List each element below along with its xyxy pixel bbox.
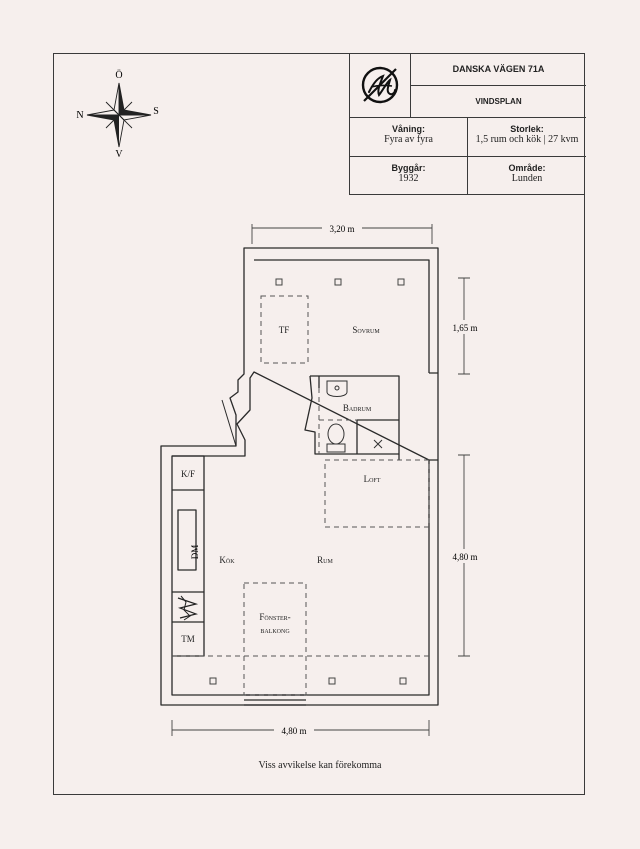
year-value: 1932 — [398, 173, 419, 184]
room-kok: Kök — [219, 555, 235, 565]
area-cell: Område: Lunden — [468, 163, 586, 184]
room-dm: DM — [190, 545, 200, 560]
size-label: Storlek: — [510, 124, 544, 134]
room-balkong-line1: Fönster- — [259, 612, 290, 622]
room-tm: TM — [181, 634, 195, 644]
room-kf: K/F — [181, 469, 195, 479]
disclaimer: Viss avvikelse kan förekomma — [258, 760, 382, 771]
stove-symbol — [177, 597, 199, 619]
year-cell: Byggår: 1932 — [350, 163, 467, 184]
room-badrum: Badrum — [343, 403, 372, 413]
brand-logo — [350, 54, 410, 117]
toilet-bowl — [327, 423, 345, 445]
tf-area — [260, 295, 309, 364]
area-label: Område: — [508, 163, 546, 173]
floor-label: Våning: — [392, 124, 425, 134]
dim-right-lower: 4,80 m — [452, 552, 477, 562]
dim-bottom: 4,80 m — [281, 726, 306, 736]
address-title: DANSKA VÄGEN 71A — [452, 64, 545, 74]
balcony-area — [243, 582, 307, 696]
area-value: Lunden — [511, 173, 543, 184]
shower-drain — [373, 439, 383, 449]
compass-west: V — [115, 149, 123, 160]
bathroom-wall — [304, 375, 400, 455]
plan-title: VINDSPLAN — [475, 97, 522, 106]
title-block: DANSKA VÄGEN 71A VINDSPLAN Våning: Fyra … — [349, 54, 586, 195]
room-loft: Loft — [364, 474, 381, 484]
compass-north: N — [76, 110, 83, 121]
inner-wall — [171, 259, 430, 696]
room-sovrum: Sovrum — [352, 325, 380, 335]
size-value: 1,5 rum och kök | 27 kvm — [475, 134, 579, 145]
size-cell: Storlek: 1,5 rum och kök | 27 kvm — [468, 124, 586, 145]
room-tf: TF — [279, 325, 290, 335]
loft-area — [324, 459, 430, 528]
dim-top: 3,20 m — [329, 224, 354, 234]
compass-south: S — [153, 106, 159, 117]
compass-east: Ö — [115, 69, 122, 81]
floor-cell: Våning: Fyra av fyra — [350, 124, 467, 145]
dim-right-upper: 1,65 m — [452, 323, 477, 333]
kitchen-counter — [172, 455, 205, 657]
room-rum: Rum — [317, 555, 333, 565]
outer-wall — [160, 247, 439, 706]
year-label: Byggår: — [391, 163, 426, 173]
floor-value: Fyra av fyra — [384, 134, 433, 145]
drawing-frame — [53, 53, 585, 795]
sink — [326, 380, 348, 397]
toilet-tank — [326, 443, 346, 453]
room-balkong-line2: balkong — [260, 625, 290, 635]
